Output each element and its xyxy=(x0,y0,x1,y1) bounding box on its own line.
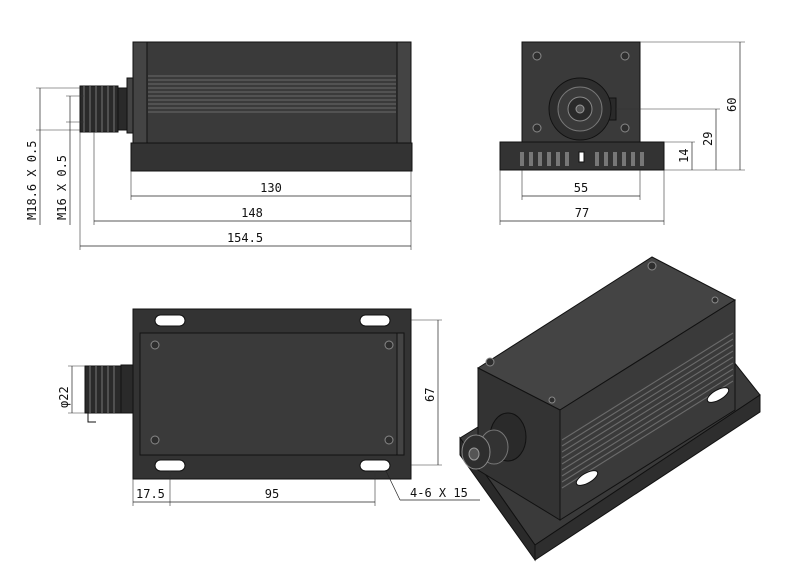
front-view-dimension-lines xyxy=(499,41,745,225)
side-view-end-cap-right xyxy=(396,41,412,144)
mounting-slot xyxy=(359,459,391,472)
screw-icon xyxy=(485,357,495,367)
iso-fins xyxy=(561,332,734,489)
dim-17-5: 17.5 xyxy=(136,487,165,501)
isometric-view xyxy=(459,256,761,562)
side-view-base xyxy=(130,142,413,172)
screw-icon xyxy=(150,340,160,350)
dim-thread-m18-6: M18.6 X 0.5 xyxy=(25,141,39,220)
top-view: 67 φ22 17.5 95 4-6 X 15 xyxy=(57,308,480,506)
side-view-connector xyxy=(79,77,134,134)
screw-icon xyxy=(384,435,394,445)
mounting-slot xyxy=(154,459,186,472)
top-view-connector xyxy=(84,364,134,423)
screw-icon xyxy=(384,340,394,350)
mounting-slot xyxy=(706,387,730,403)
dim-holes: 4-6 X 15 xyxy=(410,486,468,500)
side-view-fins xyxy=(148,75,396,113)
mounting-slot xyxy=(154,314,186,327)
dim-130: 130 xyxy=(260,181,282,195)
dim-14: 14 xyxy=(677,149,691,163)
mounting-slot xyxy=(575,470,599,486)
iso-connector xyxy=(461,412,527,470)
screw-icon xyxy=(150,435,160,445)
iso-base-side xyxy=(534,394,761,561)
screw-icon xyxy=(647,261,657,271)
dim-29: 29 xyxy=(701,132,715,146)
side-view-end-cap-left xyxy=(132,41,148,144)
screw-icon xyxy=(532,51,542,61)
screw-icon xyxy=(711,296,719,304)
front-view-connector xyxy=(548,77,617,141)
front-view-base-slots xyxy=(520,151,644,166)
dim-67: 67 xyxy=(423,388,437,402)
side-view-dimension-lines xyxy=(36,87,412,250)
screw-icon xyxy=(620,123,630,133)
dim-154-5: 154.5 xyxy=(227,231,263,245)
screw-icon xyxy=(548,396,556,404)
dim-55: 55 xyxy=(574,181,588,195)
top-view-dimension-lines xyxy=(68,319,480,506)
top-view-body xyxy=(139,332,405,456)
dim-77: 77 xyxy=(575,206,589,220)
dim-60: 60 xyxy=(725,98,739,112)
side-view: 130 148 154.5 M18.6 X 0.5 M16 X 0.5 xyxy=(25,41,413,250)
top-view-end-cap xyxy=(396,332,405,456)
front-view: 60 29 14 55 77 xyxy=(499,41,745,225)
mounting-slot xyxy=(359,314,391,327)
dim-95: 95 xyxy=(265,487,279,501)
dim-148: 148 xyxy=(241,206,263,220)
screw-icon xyxy=(620,51,630,61)
dim-phi-22: φ22 xyxy=(57,386,71,408)
screw-icon xyxy=(532,123,542,133)
dim-thread-m16: M16 X 0.5 xyxy=(55,155,69,220)
